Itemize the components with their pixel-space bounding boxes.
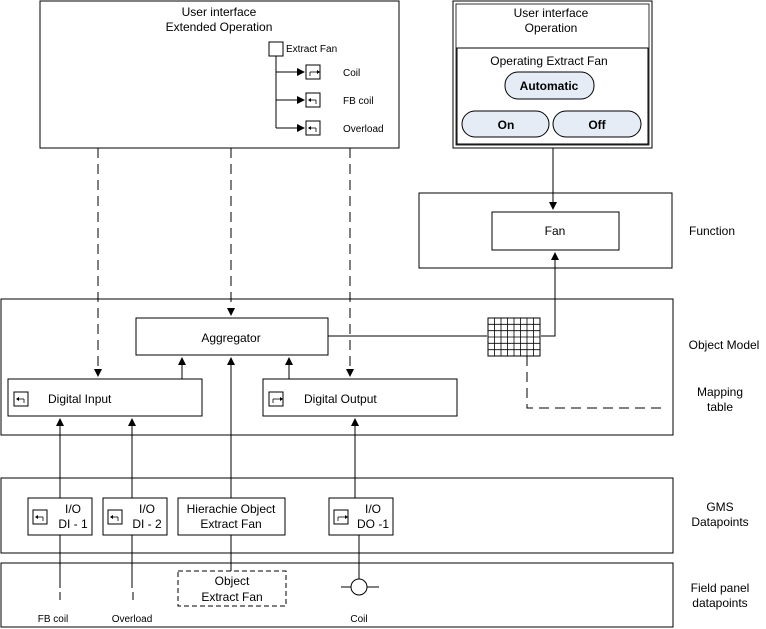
extract-fan-node-icon[interactable]	[268, 41, 284, 57]
io-di1-box[interactable]: I/O DI - 1	[27, 497, 93, 536]
connectors	[56, 148, 665, 579]
io-do1-line1: I/O	[365, 502, 381, 516]
input-node-icon	[305, 92, 321, 108]
coil-node[interactable]	[305, 64, 321, 80]
io-di2-line1: I/O	[139, 502, 155, 516]
on-button[interactable]: On	[461, 110, 550, 138]
operating-panel-title: Operating Extract Fan	[490, 54, 607, 68]
overload-contact-icon	[131, 577, 134, 600]
mapping-table-grid[interactable]	[487, 317, 541, 357]
coil-symbol-icon	[341, 578, 379, 596]
hierarchy-line1: Hierachie Object	[187, 502, 276, 516]
tree-item-fb-coil[interactable]: FB coil	[343, 96, 374, 107]
ui-operation-title-2: Operation	[525, 21, 578, 35]
hierarchy-object-box[interactable]: Hierachie Object Extract Fan	[177, 497, 286, 536]
coil-field-label: Coil	[350, 614, 367, 625]
layer-label-function: Function	[689, 224, 735, 238]
on-label: On	[498, 118, 515, 132]
digital-output-label: Digital Output	[304, 392, 377, 406]
ui-extended-title-1: User interface	[182, 5, 257, 19]
layer-label-mapping-1: Mapping	[697, 385, 743, 399]
hierarchy-line2: Extract Fan	[200, 517, 261, 531]
digital-input-box[interactable]: Digital Input	[7, 378, 203, 417]
field-band	[0, 562, 674, 628]
tree-item-coil[interactable]: Coil	[343, 68, 360, 79]
layer-label-object-model: Object Model	[689, 338, 760, 352]
ui-extended-operation: User interface Extended Operation Extrac…	[39, 0, 400, 149]
digital-input-label: Digital Input	[48, 392, 112, 406]
digital-output-box[interactable]: Digital Output	[262, 378, 458, 417]
object-model-band	[0, 298, 674, 436]
layer-label-field-2: datapoints	[692, 596, 747, 610]
io-do1-box[interactable]: I/O DO -1	[328, 497, 394, 536]
off-label: Off	[588, 118, 606, 132]
tree-item-overload[interactable]: Overload	[343, 124, 384, 135]
overload-field-label: Overload	[112, 614, 153, 625]
function-box	[418, 192, 673, 269]
input-node-icon	[107, 509, 123, 525]
input-node-icon	[305, 120, 321, 136]
io-di1-line1: I/O	[65, 502, 81, 516]
fb-coil-node[interactable]	[305, 92, 321, 108]
ui-extended-title-2: Extended Operation	[166, 20, 273, 34]
overload-node[interactable]	[305, 120, 321, 136]
input-node-icon	[13, 391, 29, 407]
automatic-label: Automatic	[520, 79, 579, 93]
tree-root-label[interactable]: Extract Fan	[286, 44, 337, 55]
fan-label: Fan	[545, 224, 566, 238]
io-do1-line2: DO -1	[357, 517, 389, 531]
io-di2-line2: DI - 2	[132, 517, 162, 531]
ui-operation: User interface Operation Operating Extra…	[452, 0, 653, 149]
automatic-button[interactable]: Automatic	[504, 71, 595, 100]
ui-operation-title-1: User interface	[514, 6, 589, 20]
layer-label-mapping-2: table	[707, 400, 733, 414]
object-line2: Extract Fan	[201, 590, 262, 604]
object-extract-fan-box[interactable]: Object Extract Fan	[177, 570, 287, 607]
object-line1: Object	[215, 574, 250, 588]
io-di2-box[interactable]: I/O DI - 2	[102, 497, 168, 536]
gms-band	[0, 477, 674, 554]
aggregator-label: Aggregator	[201, 331, 260, 345]
layer-label-gms-2: Datapoints	[691, 515, 748, 529]
layer-label-field-1: Field panel	[691, 581, 750, 595]
layer-label-gms-1: GMS	[706, 500, 733, 514]
off-button[interactable]: Off	[552, 110, 642, 138]
input-node-icon	[32, 509, 48, 525]
io-di1-line2: DI - 1	[58, 517, 88, 531]
fb-coil-field-label: FB coil	[38, 614, 69, 625]
fan-box[interactable]: Fan	[491, 211, 620, 251]
aggregator-box[interactable]: Aggregator	[135, 317, 329, 356]
